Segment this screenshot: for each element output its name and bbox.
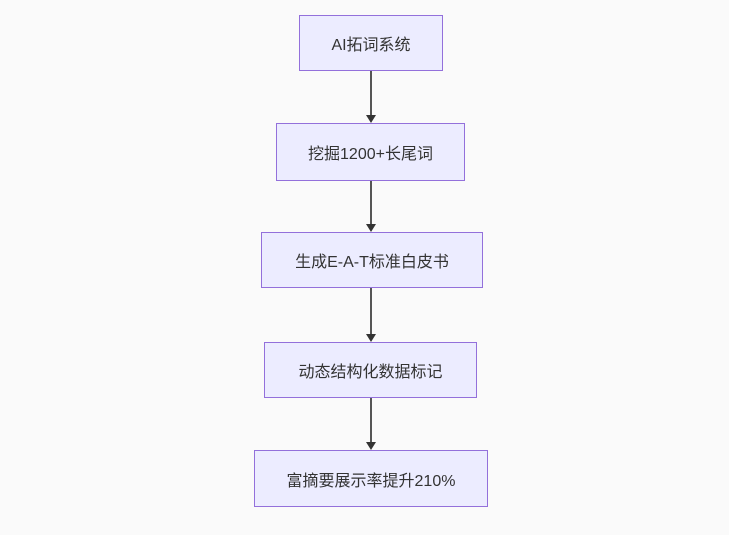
flow-node-ai-word-expansion: AI拓词系统 xyxy=(299,15,443,71)
flow-node-label: 生成E-A-T标准白皮书 xyxy=(295,254,449,271)
flow-node-rich-snippet-result: 富摘要展示率提升210% xyxy=(254,450,488,507)
flow-node-label: AI拓词系统 xyxy=(331,37,411,54)
flow-node-eat-whitepaper: 生成E-A-T标准白皮书 xyxy=(261,232,483,288)
flow-node-structured-data-markup: 动态结构化数据标记 xyxy=(264,342,477,398)
flow-node-label: 挖掘1200+长尾词 xyxy=(308,146,433,163)
flow-arrow-4 xyxy=(366,398,376,450)
flow-node-label: 动态结构化数据标记 xyxy=(298,364,443,381)
flow-node-label: 富摘要展示率提升210% xyxy=(286,472,456,490)
flow-arrow-1 xyxy=(366,71,376,123)
flow-node-longtail-mining: 挖掘1200+长尾词 xyxy=(276,123,465,181)
flow-arrow-3 xyxy=(366,288,376,342)
flow-arrow-2 xyxy=(366,181,376,232)
